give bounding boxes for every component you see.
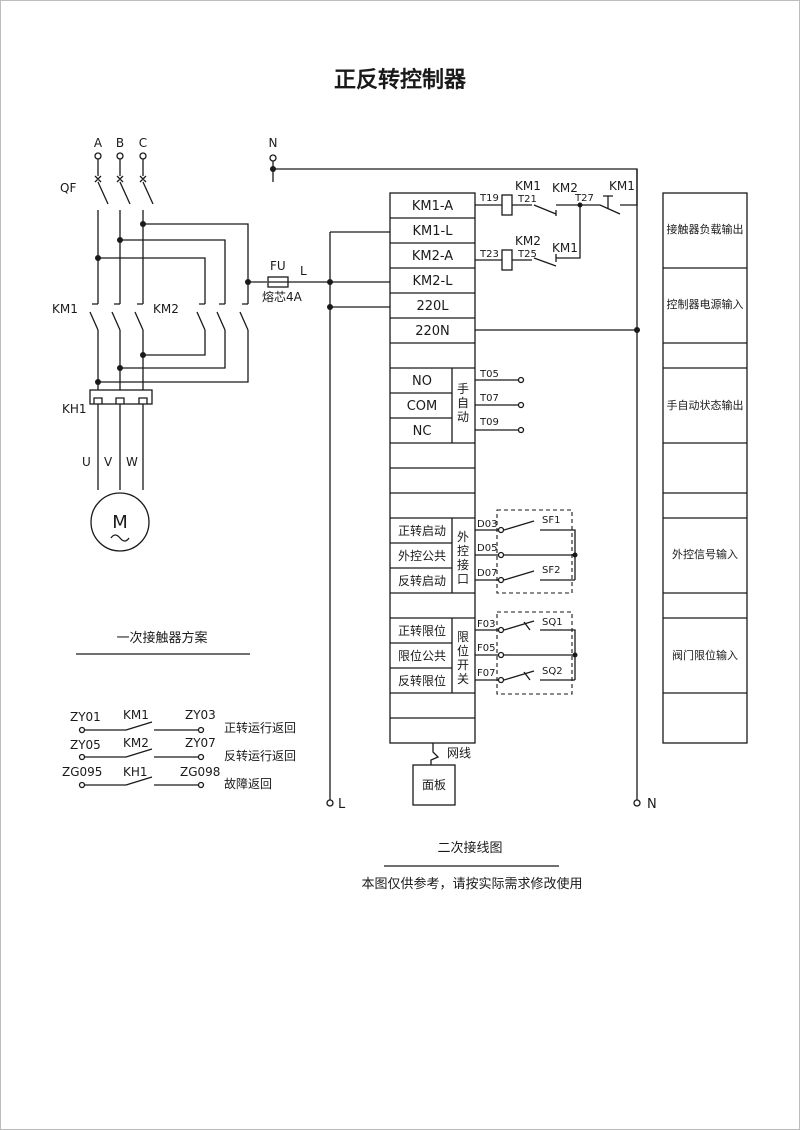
coil1-hold: KM1 [609, 179, 635, 193]
right-column-label: 阀门限位输入 [672, 648, 738, 662]
terminal-n [269, 154, 277, 162]
limit-terminal-3: F07 [477, 668, 495, 679]
motor-terminal-u: U [82, 455, 91, 469]
km1-label: KM1 [52, 302, 78, 316]
scheme-row-1-desc: 正转运行返回 [224, 720, 296, 735]
terminal-row-label: 反转启动 [398, 573, 446, 588]
manual-terminal-2: T07 [479, 393, 499, 404]
switch-sq2: SQ2 [542, 666, 563, 677]
fuse-label: FU [270, 259, 286, 273]
ext-terminal-1: D03 [477, 519, 497, 530]
primary-scheme: 一次接触器方案 ZY01 KM1 ZY03 正转运行返回 ZY05 KM2 ZY… [62, 630, 296, 791]
fuse-rating: 熔芯4A [262, 289, 303, 304]
panel-label: 面板 [422, 778, 446, 792]
switch-sf2: SF2 [542, 565, 560, 576]
terminal-row-label: 外控公共 [398, 549, 446, 563]
coil1-t21: T21 [517, 194, 537, 205]
breaker-label: QF [60, 181, 76, 195]
terminal-row-label: KM2-A [412, 249, 453, 264]
terminal-row-label: NO [412, 374, 432, 389]
scheme-row-2-contact: KM2 [123, 736, 149, 750]
motor-symbol [90, 492, 150, 552]
scheme-row-2-right: ZY07 [185, 736, 216, 750]
panel-box [412, 764, 456, 806]
bus-n-label: N [647, 797, 657, 812]
primary-scheme-title: 一次接触器方案 [116, 630, 207, 646]
bus-l-label: L [338, 797, 346, 812]
manual-auto-outputs: T05 T07 T09 [475, 369, 525, 434]
km2-label: KM2 [153, 302, 179, 316]
limit-terminal-2: F05 [477, 643, 495, 654]
coil2-interlock: KM1 [552, 241, 578, 255]
terminal-row-label: 反转限位 [398, 673, 446, 688]
terminal-row-label: 正转启动 [398, 523, 446, 538]
disclaimer-note: 本图仅供参考，请按实际需求修改使用 [361, 876, 582, 892]
terminal-b [116, 152, 124, 160]
motor-letter: M [112, 512, 128, 533]
neutral-label: N [269, 136, 278, 150]
manual-terminal-3: T09 [479, 417, 499, 428]
net-cable-label: 网线 [447, 746, 471, 760]
right-column-label: 接触器负载输出 [667, 222, 744, 236]
terminal-row-label: 限位公共 [398, 648, 446, 663]
terminal-row-label: COM [407, 399, 438, 414]
terminal-a [94, 152, 102, 160]
coil2-terminal: T23 [479, 249, 499, 260]
motor-terminal-w: W [126, 455, 138, 469]
manual-terminal-1: T05 [479, 369, 499, 380]
switch-sf1: SF1 [542, 515, 560, 526]
terminal-row-label: 220L [416, 299, 449, 314]
coil1-t27: T27 [574, 193, 594, 204]
coil-circuit: T19 KM1 T21 KM2 T27 KM1 T23 KM2 T25 KM1 [475, 169, 638, 271]
line-label: L [300, 264, 307, 278]
group-label-manual-auto: 手自动 [457, 382, 469, 424]
switch-sq1: SQ1 [542, 617, 563, 628]
panel-connection: 网线 面板 [412, 743, 471, 806]
terminal-row-label: KM2-L [413, 274, 454, 289]
terminal-row-label: KM1-L [413, 224, 454, 239]
limit-switches: F03 F05 F07 SQ1 SQ2 [475, 611, 578, 695]
secondary-diagram-title: 二次接线图 [437, 840, 502, 856]
terminal-block: KM1-AKM1-LKM2-AKM2-L220L220NNOCOMNC正转启动外… [389, 192, 476, 744]
phase-label-c: C [139, 136, 147, 150]
scheme-row-2-desc: 反转运行返回 [224, 748, 296, 763]
terminal-row-label: 正转限位 [398, 623, 446, 638]
coil2-t25: T25 [517, 249, 537, 260]
power-circuit: A B C N QF FU 熔芯4A L KM1 [52, 136, 330, 552]
scheme-row-1-left: ZY01 [70, 710, 101, 724]
scheme-row-1-right: ZY03 [185, 708, 216, 722]
motor-terminal-v: V [104, 455, 113, 469]
coil2-label: KM2 [515, 234, 541, 248]
scheme-row-3-left: ZG095 [62, 765, 102, 779]
phase-label-b: B [116, 136, 124, 150]
right-column-label: 控制器电源输入 [667, 297, 744, 311]
terminal-row-label: 220N [415, 324, 450, 339]
right-column-label: 外控信号输入 [672, 547, 738, 561]
phase-label-a: A [94, 136, 103, 150]
ext-terminal-2: D05 [477, 543, 497, 554]
terminal-row-label: KM1-A [412, 199, 453, 214]
ext-terminal-3: D07 [477, 568, 497, 579]
terminal-c [139, 152, 147, 160]
limit-terminal-1: F03 [477, 619, 495, 630]
scheme-row-3-contact: KH1 [123, 765, 148, 779]
coil1-terminal: T19 [479, 193, 499, 204]
group-label-external: 外控接口 [457, 530, 469, 586]
scheme-row-3-desc: 故障返回 [224, 776, 272, 791]
scheme-row-1-contact: KM1 [123, 708, 149, 722]
diagram-title: 正反转控制器 [334, 67, 467, 93]
scheme-row-2-left: ZY05 [70, 738, 101, 752]
group-label-limit: 限位开关 [457, 630, 469, 686]
coil1-label: KM1 [515, 179, 541, 193]
coil1-interlock: KM2 [552, 181, 578, 195]
external-control: D03 D05 D07 SF1 SF2 [475, 509, 578, 594]
right-column-label: 手自动状态输出 [667, 398, 744, 412]
scheme-row-3-right: ZG098 [180, 765, 220, 779]
kh1-label: KH1 [62, 402, 87, 416]
terminal-row-label: NC [413, 424, 432, 439]
